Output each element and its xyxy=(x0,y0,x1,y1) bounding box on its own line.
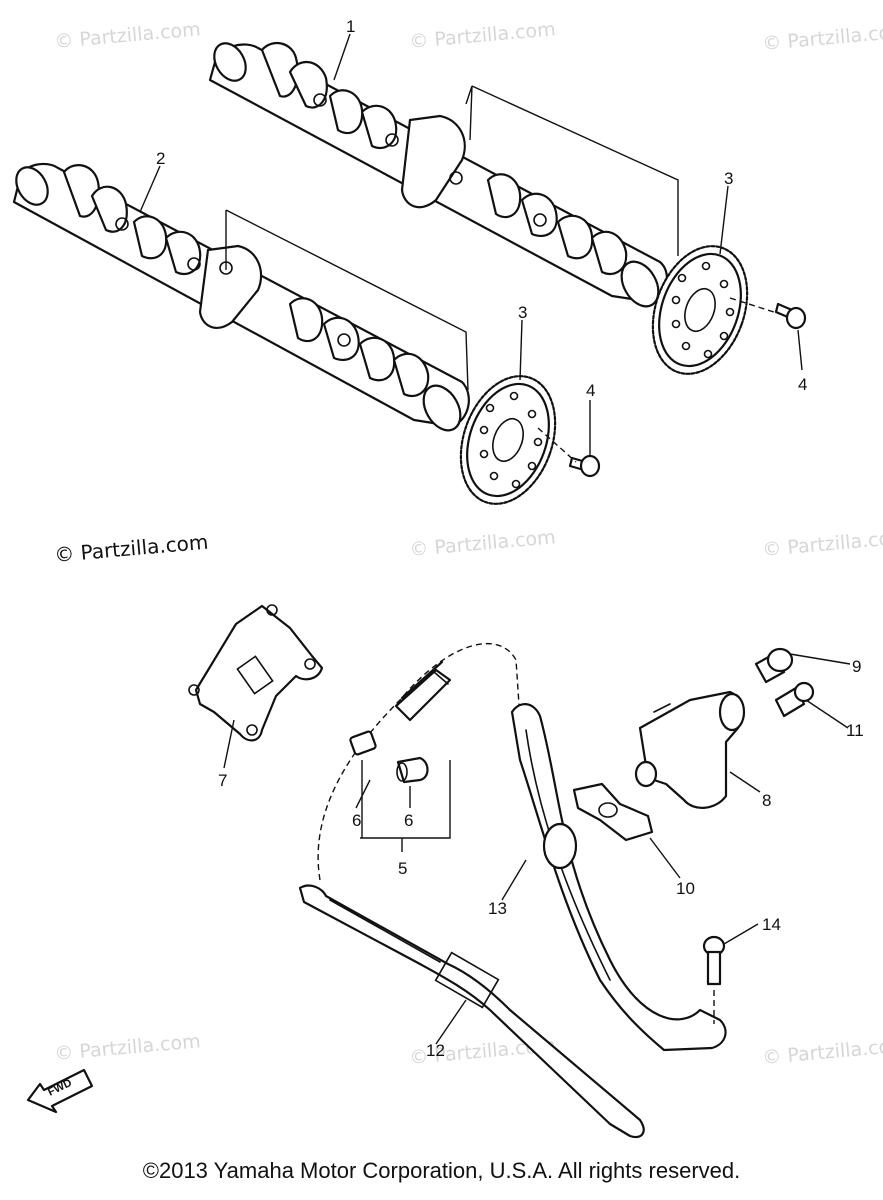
callout-4-left: 4 xyxy=(586,381,595,400)
cam-chain-5 xyxy=(317,643,521,881)
camshaft-1 xyxy=(208,41,669,308)
callout-6-left: 6 xyxy=(352,811,361,830)
callout-10: 10 xyxy=(676,879,695,898)
chain-guide-7 xyxy=(188,604,324,742)
camshaft-2 xyxy=(12,162,470,432)
callout-1: 1 xyxy=(346,17,355,36)
exploded-parts-diagram: © Partzilla.com © Partzilla.com © Partzi… xyxy=(12,17,883,1139)
cam-sprocket-3-left xyxy=(459,375,557,505)
watermark: © Partzilla.com xyxy=(762,526,883,561)
callout-6-right: 6 xyxy=(404,811,413,830)
callout-14: 14 xyxy=(762,915,781,934)
bolt-14 xyxy=(702,935,726,1024)
watermark: © Partzilla.com xyxy=(54,18,202,53)
callout-leaders xyxy=(139,33,851,1045)
callout-2: 2 xyxy=(156,149,165,168)
watermark: © Partzilla.com xyxy=(409,526,557,561)
watermark: © Partzilla.com xyxy=(54,1030,202,1065)
callout-5: 5 xyxy=(398,859,407,878)
callout-12: 12 xyxy=(426,1041,445,1060)
chain-link-6 xyxy=(349,730,429,784)
callout-7: 7 xyxy=(218,771,227,790)
bolt-9 xyxy=(754,647,794,684)
cam-sprocket-3-right xyxy=(651,245,749,375)
callout-8: 8 xyxy=(762,791,771,810)
chain-guide-12 xyxy=(298,884,645,1139)
watermark: © Partzilla.com xyxy=(762,20,883,55)
gasket-10 xyxy=(572,782,654,842)
callout-9: 9 xyxy=(852,657,861,676)
callout-11: 11 xyxy=(846,721,864,740)
copyright-notice: ©2013 Yamaha Motor Corporation, U.S.A. A… xyxy=(142,1158,741,1183)
bolt-4-right xyxy=(774,302,807,330)
chain-tensioner-8 xyxy=(634,690,746,809)
alignment-lines xyxy=(225,85,781,463)
watermark: © Partzilla.com xyxy=(762,1034,883,1069)
callout-3-right: 3 xyxy=(724,169,733,188)
bolt-11 xyxy=(774,681,815,718)
callout-13: 13 xyxy=(488,899,507,918)
bolt-4-left xyxy=(568,454,601,478)
forward-arrow-icon: FWD xyxy=(26,1068,94,1114)
chain-guide-13 xyxy=(510,703,727,1052)
callout-3-left: 3 xyxy=(518,303,527,322)
callout-labels: 1 2 3 3 4 4 5 6 6 7 8 9 10 11 12 13 14 xyxy=(156,17,864,1060)
watermark: © Partzilla.com xyxy=(53,530,209,567)
callout-4-right: 4 xyxy=(798,375,807,394)
watermark: © Partzilla.com xyxy=(409,18,557,53)
